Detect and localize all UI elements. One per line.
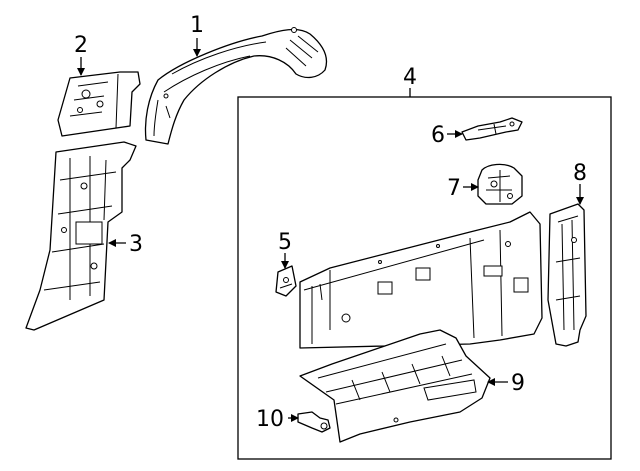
part-7-lamp-bracket [477,163,523,205]
callout-6: 6 [431,123,445,148]
part-6-bracket [461,117,523,141]
callout-4: 4 [403,65,417,90]
callout-9: 9 [511,371,525,396]
part-2-upper-pillar [57,71,141,137]
inner-side-panel [299,211,543,349]
assembly-box [237,96,612,460]
callout-3: 3 [129,232,143,257]
part-10-fastener [297,411,331,433]
callout-1: 1 [190,13,204,38]
part-5-clip [275,265,297,297]
part-3-lower-pillar [25,141,137,331]
callout-10: 10 [256,407,284,432]
callout-5: 5 [278,230,292,255]
callout-7: 7 [447,176,461,201]
part-8-rear-pillar [547,203,587,347]
callout-8: 8 [573,161,587,186]
part-1-wheelhouse [144,27,328,145]
callout-2: 2 [74,33,88,58]
part-9-floor-tub [299,329,491,443]
